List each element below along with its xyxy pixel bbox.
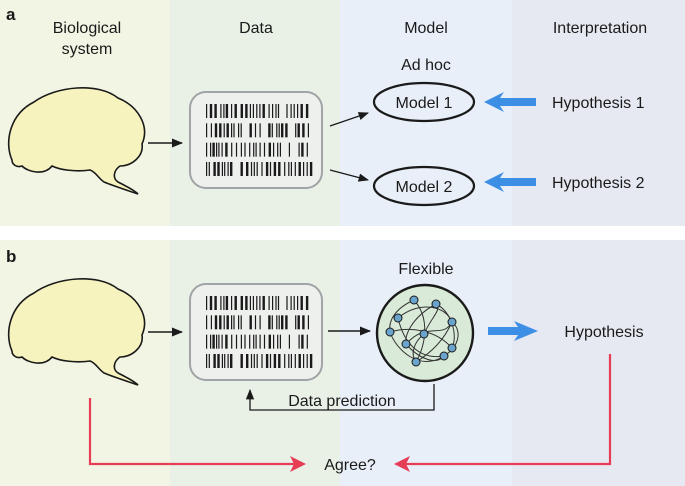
data-prediction-loop bbox=[245, 384, 435, 411]
red-arrow-icon bbox=[394, 354, 612, 472]
blue-arrow-icon bbox=[484, 172, 536, 192]
network-icon bbox=[375, 283, 475, 383]
hypothesis1-label: Hypothesis 1 bbox=[552, 95, 645, 112]
blue-arrow-icon bbox=[488, 321, 538, 341]
header-interpretation: Interpretation bbox=[553, 20, 647, 37]
model1-label: Model 1 bbox=[396, 95, 453, 112]
arrow-data-to-model2 bbox=[329, 169, 370, 182]
model2-label: Model 2 bbox=[396, 179, 453, 196]
barcode-data-icon bbox=[189, 283, 323, 381]
ad-hoc-label: Ad hoc bbox=[401, 57, 451, 74]
header-model: Model bbox=[404, 20, 448, 37]
model1-ellipse bbox=[372, 81, 476, 123]
hypothesis2-label: Hypothesis 2 bbox=[552, 175, 645, 192]
header-bio-line2: system bbox=[62, 41, 113, 58]
brain-icon bbox=[7, 87, 146, 195]
header-bio-line1: Biological bbox=[53, 20, 121, 37]
data-prediction-label: Data prediction bbox=[288, 393, 396, 410]
agree-label: Agree? bbox=[324, 457, 376, 474]
bg-bio-b bbox=[0, 240, 170, 486]
brain-icon bbox=[7, 278, 146, 386]
hypothesis-label: Hypothesis bbox=[564, 324, 643, 341]
header-data: Data bbox=[239, 20, 273, 37]
bg-interp-b bbox=[512, 240, 685, 486]
bg-interp-a bbox=[512, 0, 685, 226]
red-arrow-icon bbox=[88, 398, 306, 472]
panel-a-letter: a bbox=[6, 5, 16, 24]
arrow-data-to-model1 bbox=[329, 112, 369, 127]
blue-arrow-icon bbox=[484, 92, 536, 112]
panel-b-letter: b bbox=[6, 247, 16, 266]
model2-ellipse bbox=[372, 165, 476, 207]
barcode-data-icon bbox=[189, 91, 323, 189]
flexible-label: Flexible bbox=[398, 261, 453, 278]
